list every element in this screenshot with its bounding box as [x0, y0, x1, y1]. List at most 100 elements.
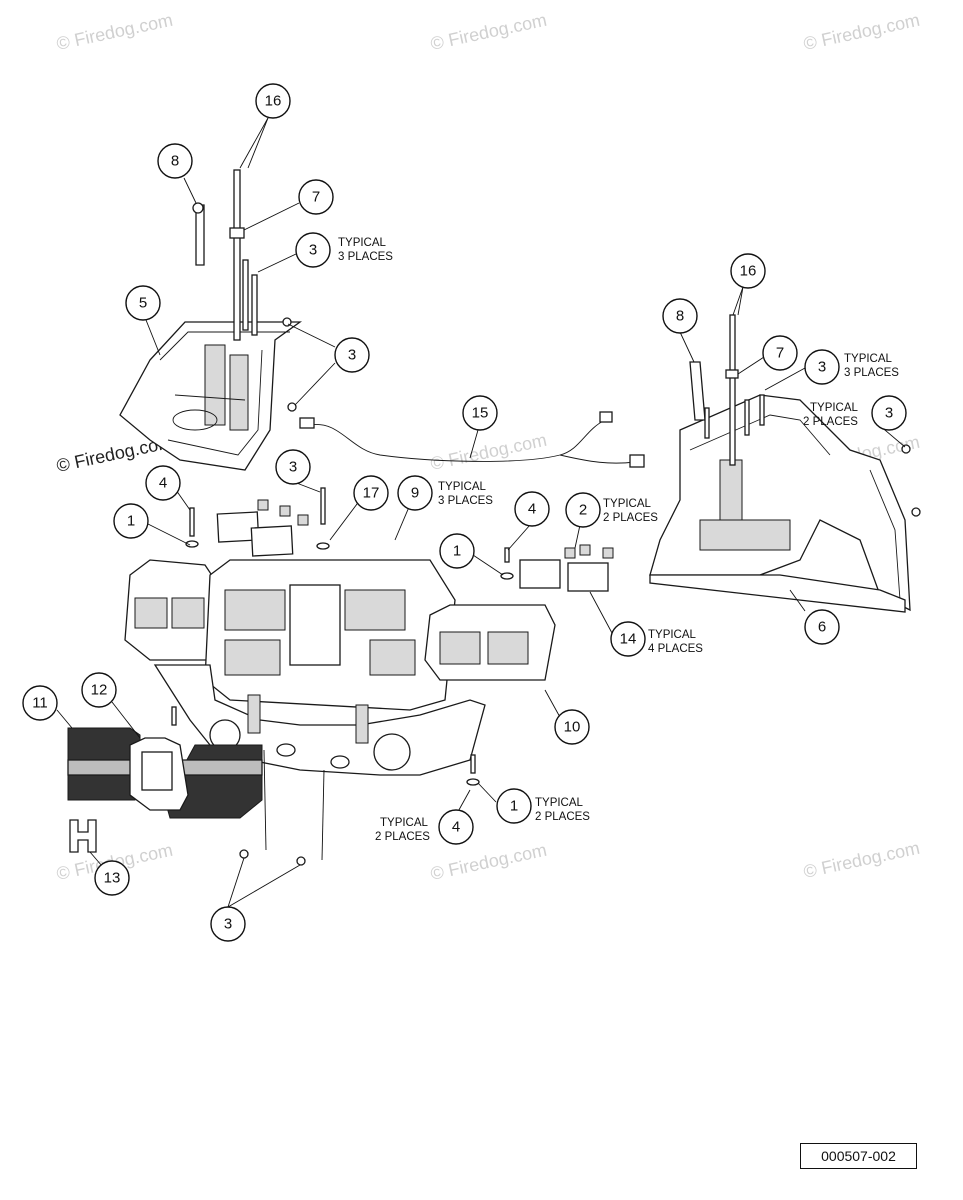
note-typical-2-places-bottom-left: TYPICAL 2 PLACES	[375, 817, 430, 843]
callout-1-center: 1	[439, 533, 475, 569]
callout-3-right-upper: 3	[804, 349, 840, 385]
callout-16-right: 16	[730, 253, 766, 289]
watermark: © Firedog.com	[802, 10, 922, 54]
callout-number: 3	[885, 405, 893, 422]
callout-number: 5	[139, 295, 147, 312]
callout-3-left-panel: 3	[334, 337, 370, 373]
callout-14: 14	[610, 621, 646, 657]
callout-number: 6	[818, 619, 826, 636]
callout-number: 8	[676, 308, 684, 325]
note-line: 2 PLACES	[803, 416, 858, 428]
callout-8-top-left: 8	[157, 143, 193, 179]
callout-number: 3	[818, 359, 826, 376]
note-typical-4-places: TYPICAL 4 PLACES	[648, 629, 703, 655]
note-typical-2-places-right: TYPICAL 2 PLACES	[803, 402, 859, 428]
callout-2: 2	[565, 492, 601, 528]
callout-1-left: 1	[113, 503, 149, 539]
watermark: © Firedog.com	[429, 430, 549, 474]
callout-number: 8	[171, 153, 179, 170]
note-line: 3 PLACES	[438, 495, 493, 507]
note-typical-3-places-center: TYPICAL 3 PLACES	[438, 481, 493, 507]
callout-number: 3	[289, 459, 297, 476]
note-line: TYPICAL	[810, 402, 859, 414]
callout-number: 14	[620, 631, 637, 648]
callout-17: 17	[353, 475, 389, 511]
callout-number: 11	[32, 695, 48, 712]
note-line: TYPICAL	[844, 353, 893, 365]
callout-number: 1	[453, 543, 461, 560]
callout-number: 12	[91, 682, 108, 699]
callout-number: 16	[265, 93, 282, 110]
callout-6: 6	[804, 609, 840, 645]
callout-3-right-side: 3	[871, 395, 907, 431]
callout-number: 16	[740, 263, 757, 280]
callout-11: 11	[22, 685, 58, 721]
callout-12: 12	[81, 672, 117, 708]
antenna-rod-left	[192, 169, 258, 341]
note-line: TYPICAL	[648, 629, 697, 641]
callout-number: 1	[127, 513, 135, 530]
callout-number: 1	[510, 798, 518, 815]
callout-number: 15	[472, 405, 489, 422]
callout-3-center-top: 3	[275, 449, 311, 485]
callout-number: 3	[309, 242, 317, 259]
note-line: 2 PLACES	[535, 811, 590, 823]
note-line: 3 PLACES	[338, 251, 393, 263]
callout-number: 3	[348, 347, 356, 364]
note-typical-2-places-center: TYPICAL 2 PLACES	[603, 498, 658, 524]
callout-1-bottom: 1	[496, 788, 532, 824]
note-line: TYPICAL	[603, 498, 652, 510]
callout-number: 4	[528, 501, 536, 518]
callout-4-bottom: 4	[438, 809, 474, 845]
note-line: TYPICAL	[535, 797, 584, 809]
callout-8-right: 8	[662, 298, 698, 334]
callout-number: 3	[224, 916, 232, 933]
callout-number: 7	[776, 345, 784, 362]
watermark: © Firedog.com	[55, 10, 175, 54]
callout-3-top-left: 3	[295, 232, 331, 268]
callout-number: 2	[579, 502, 587, 519]
reference-number: 000507-002	[800, 1143, 917, 1169]
front-bumper-assembly	[124, 559, 556, 776]
note-line: TYPICAL	[380, 817, 429, 829]
callout-number: 4	[159, 475, 167, 492]
note-line: 4 PLACES	[648, 643, 703, 655]
callout-7-right: 7	[762, 335, 798, 371]
callout-number: 9	[411, 485, 419, 502]
callout-number: 10	[564, 719, 581, 736]
fasteners	[171, 317, 921, 866]
callout-number: 4	[452, 819, 460, 836]
watermark: © Firedog.com	[429, 10, 549, 54]
callout-number: 13	[104, 870, 121, 887]
callout-7-top-left: 7	[298, 179, 334, 215]
note-typical-3-places-right: TYPICAL 3 PLACES	[844, 353, 899, 379]
callout-15: 15	[462, 395, 498, 431]
callout-4-center: 4	[514, 491, 550, 527]
callout-16-top-left: 16	[255, 83, 291, 119]
note-line: 2 PLACES	[603, 512, 658, 524]
note-line: TYPICAL	[438, 481, 487, 493]
note-typical-3-places-top-left: TYPICAL 3 PLACES	[338, 237, 393, 263]
leader-lines	[56, 117, 906, 908]
right-fender-panel	[649, 394, 911, 613]
callout-3-bottom: 3	[210, 906, 246, 942]
callout-13: 13	[94, 860, 130, 896]
front-grille	[67, 727, 263, 819]
emblem	[69, 819, 97, 853]
callout-4-left: 4	[145, 465, 181, 501]
antenna-rod-right	[689, 314, 765, 466]
note-line: 2 PLACES	[375, 831, 430, 843]
callout-number: 7	[312, 189, 320, 206]
callout-9: 9	[397, 475, 433, 511]
headlamp-set	[216, 499, 614, 592]
note-typical-2-places-bottom-right: TYPICAL 2 PLACES	[535, 797, 590, 823]
note-line: TYPICAL	[338, 237, 387, 249]
watermark: © Firedog.com	[429, 840, 549, 884]
note-line: 3 PLACES	[844, 367, 899, 379]
watermark: © Firedog.com	[802, 838, 922, 882]
wire-harness	[299, 411, 645, 468]
callout-5: 5	[125, 285, 161, 321]
callout-number: 17	[363, 485, 380, 502]
